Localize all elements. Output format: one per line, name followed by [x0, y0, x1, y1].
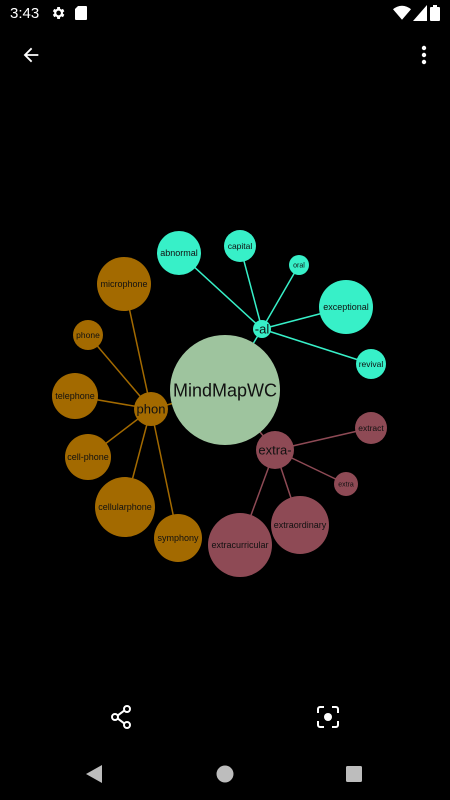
node-microphone-label: microphone — [100, 279, 147, 289]
node-cell-phone-label: cell-phone — [67, 452, 109, 462]
share-icon — [111, 705, 131, 729]
node-center-mindmapwc-label: MindMapWC — [173, 380, 277, 400]
node-exceptional-circle — [319, 280, 373, 334]
battery-icon — [430, 5, 440, 21]
status-bar: 3:43 — [0, 0, 450, 26]
node-group-phon-circle — [134, 392, 168, 426]
node-extraordinary-circle — [271, 496, 329, 554]
node-capital-label: capital — [228, 241, 253, 251]
node-group-phon-label: phon — [137, 402, 166, 417]
node-group-extra-circle — [256, 431, 294, 469]
node-exceptional[interactable]: exceptional — [319, 280, 373, 334]
nav-recents-button[interactable] — [336, 752, 372, 796]
node-abnormal-label: abnormal — [160, 248, 198, 258]
nav-recents-square-icon — [346, 766, 362, 782]
edge-al-oral — [261, 264, 300, 330]
node-symphony-label: symphony — [157, 533, 199, 543]
node-extraordinary-label: extraordinary — [274, 520, 327, 530]
node-extract-label: extract — [358, 423, 384, 433]
node-microphone-circle — [97, 257, 151, 311]
node-cell-phone-circle — [65, 434, 111, 480]
center-focus-icon — [317, 706, 339, 728]
node-revival[interactable]: revival — [356, 349, 386, 379]
node-cellularphone-label: cellularphone — [98, 502, 152, 512]
node-oral[interactable]: oral — [289, 255, 309, 275]
node-phone[interactable]: phone — [73, 320, 103, 350]
node-telephone-circle — [52, 373, 98, 419]
node-group-al-label: -al — [255, 322, 270, 337]
mind-map-nodes: MindMapWC -al abnormal capital oral exception… — [52, 230, 387, 577]
node-phone-circle — [73, 320, 103, 350]
sd-card-icon — [75, 6, 87, 20]
node-group-al-circle — [253, 320, 271, 338]
node-symphony[interactable]: symphony — [154, 514, 202, 562]
node-group-extra[interactable]: extra- — [256, 431, 294, 469]
node-group-phon[interactable]: phon — [134, 392, 168, 426]
node-capital-circle — [224, 230, 256, 262]
node-abnormal[interactable]: abnormal — [157, 231, 201, 275]
node-symphony-circle — [154, 514, 202, 562]
app-bar — [0, 26, 450, 86]
node-extracurricular[interactable]: extracurricular — [208, 513, 272, 577]
node-telephone-label: telephone — [55, 391, 95, 401]
overflow-menu-button[interactable] — [404, 34, 444, 76]
arrow-back-icon — [23, 47, 39, 63]
node-group-extra-label: extra- — [258, 443, 291, 458]
node-extraordinary[interactable]: extraordinary — [271, 496, 329, 554]
node-exceptional-label: exceptional — [323, 302, 369, 312]
node-center-mindmapwc-circle — [170, 335, 280, 445]
status-time: 3:43 — [10, 5, 40, 22]
node-extracurricular-circle — [208, 513, 272, 577]
node-group-al[interactable]: -al — [253, 320, 271, 338]
nav-back-triangle-icon — [86, 765, 102, 783]
back-button[interactable] — [10, 34, 52, 76]
nav-home-button[interactable] — [207, 752, 243, 796]
node-revival-circle — [356, 349, 386, 379]
node-extract[interactable]: extract — [355, 412, 387, 444]
system-navigation-bar — [0, 748, 450, 800]
center-focus-button[interactable] — [307, 696, 349, 738]
node-capital[interactable]: capital — [224, 230, 256, 262]
cell-signal-icon — [413, 5, 427, 21]
node-center-mindmapwc[interactable]: MindMapWC — [170, 335, 280, 445]
node-extract-circle — [355, 412, 387, 444]
node-cellularphone[interactable]: cellularphone — [95, 477, 155, 537]
node-oral-label: oral — [293, 262, 305, 269]
node-cell-phone[interactable]: cell-phone — [65, 434, 111, 480]
node-oral-circle — [289, 255, 309, 275]
bottom-action-bar — [0, 690, 450, 746]
node-revival-label: revival — [359, 359, 384, 369]
nav-back-button[interactable] — [76, 752, 112, 796]
node-phone-label: phone — [76, 330, 100, 340]
node-telephone[interactable]: telephone — [52, 373, 98, 419]
node-extra[interactable]: extra — [334, 472, 358, 496]
wifi-icon — [393, 5, 411, 20]
settings-gear-icon — [52, 7, 65, 19]
nav-home-circle-icon — [216, 765, 234, 783]
node-abnormal-circle — [157, 231, 201, 275]
node-microphone[interactable]: microphone — [97, 257, 151, 311]
more-vert-icon — [421, 45, 427, 65]
node-cellularphone-circle — [95, 477, 155, 537]
share-button[interactable] — [100, 696, 142, 738]
node-extracurricular-label: extracurricular — [211, 540, 268, 550]
node-extra-label: extra — [338, 481, 354, 488]
node-extra-circle — [334, 472, 358, 496]
edge-al-revival — [261, 328, 372, 365]
